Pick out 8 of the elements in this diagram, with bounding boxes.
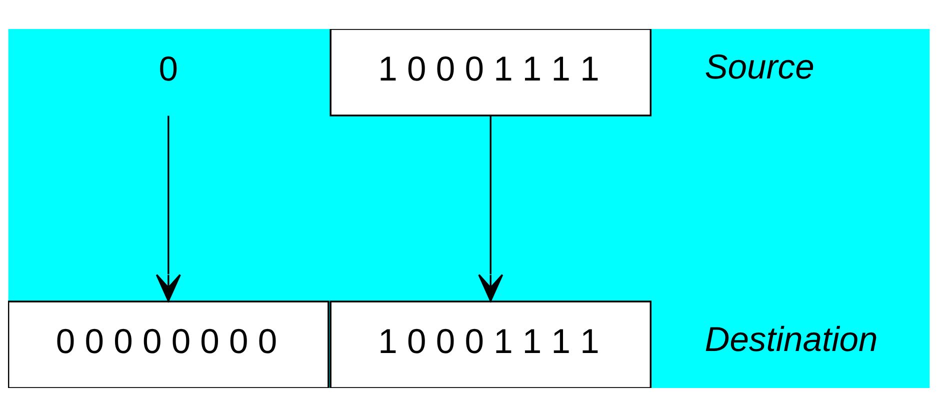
node-box: 0 0 0 0 0 0 0 0 xyxy=(8,300,330,388)
node-label: Destination xyxy=(704,320,878,359)
arrow xyxy=(156,116,181,302)
arrow xyxy=(478,116,504,302)
node-box: 1 0 0 0 1 1 1 1 xyxy=(330,29,652,116)
node-text: 0 xyxy=(158,50,178,88)
node-box: 1 0 0 0 1 1 1 1 xyxy=(330,300,652,388)
node-label: Source xyxy=(704,48,814,86)
